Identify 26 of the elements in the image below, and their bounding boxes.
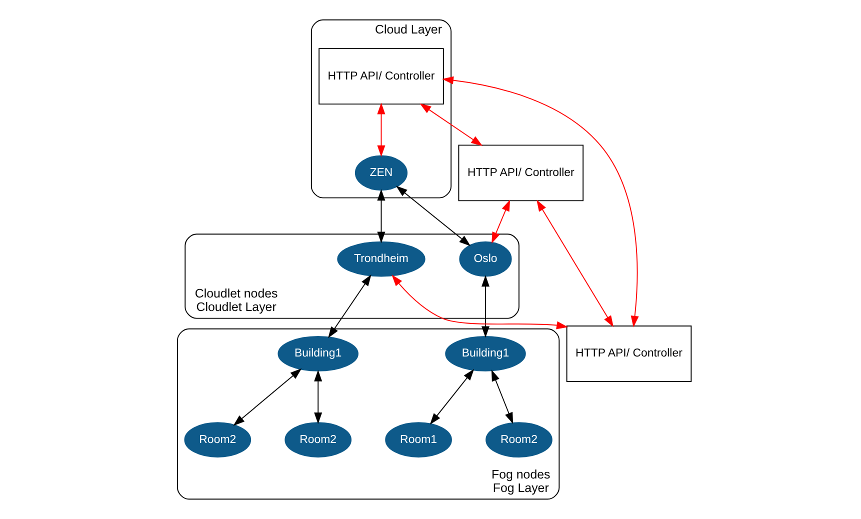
node-ellipse: Room1: [385, 422, 452, 458]
arrow: [377, 102, 386, 157]
node-box: HTTP API/ Controller: [566, 326, 692, 382]
arrow: [392, 274, 568, 330]
node-ellipse: Room2: [184, 422, 252, 458]
node-ellipse: Room2: [486, 422, 552, 458]
node-ellipse: Building1: [445, 336, 526, 372]
arrow: [328, 274, 372, 338]
node-ellipse: Trondheim: [337, 241, 426, 277]
arrow: [492, 200, 510, 244]
node-ellipse: Oslo: [459, 241, 512, 277]
node-ellipse: Room2: [284, 422, 352, 458]
arrow: [481, 275, 490, 338]
arrow: [491, 370, 514, 424]
arrow: [442, 76, 639, 328]
arrow: [233, 368, 302, 426]
node-ellipse: ZEN: [354, 155, 408, 191]
node-ellipse: Building1: [278, 336, 358, 372]
node-box: HTTP API/ Controller: [318, 48, 444, 105]
arrow: [314, 370, 322, 424]
arrow: [396, 186, 471, 246]
arrow: [536, 200, 614, 328]
node-box: HTTP API/ Controller: [458, 144, 584, 202]
arrow: [430, 368, 474, 425]
arrow: [377, 189, 386, 244]
arrow: [420, 103, 483, 146]
